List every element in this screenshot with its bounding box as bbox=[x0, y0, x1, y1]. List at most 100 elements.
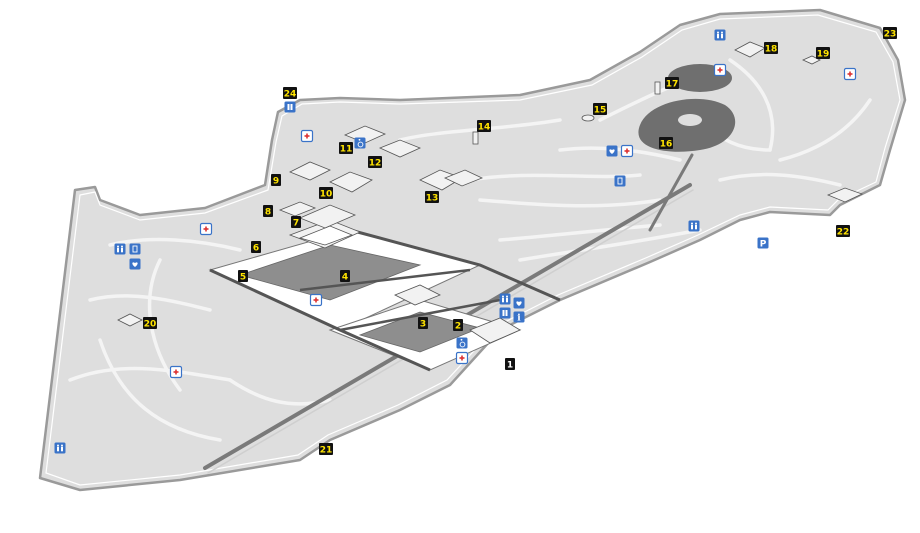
corridor-wall-mid2 bbox=[339, 298, 501, 332]
map-marker-1[interactable]: 1 bbox=[505, 358, 515, 370]
first-aid-icon[interactable] bbox=[713, 63, 727, 77]
map-marker-6[interactable]: 6 bbox=[251, 241, 261, 253]
marker-number: 17 bbox=[666, 79, 679, 89]
map-marker-11[interactable]: 11 bbox=[339, 142, 353, 154]
marker-badge bbox=[764, 42, 778, 54]
map-marker-7[interactable]: 7 bbox=[291, 216, 301, 228]
map-marker-16[interactable]: 16 bbox=[659, 137, 673, 149]
building-7 bbox=[298, 204, 357, 229]
map-marker-14[interactable]: 14 bbox=[477, 120, 491, 132]
marker-badge bbox=[593, 103, 607, 115]
marker-number: 8 bbox=[265, 207, 271, 217]
map-marker-23[interactable]: 23 bbox=[883, 27, 897, 39]
marker-number: 13 bbox=[426, 193, 439, 203]
marker-number: 11 bbox=[340, 144, 353, 154]
map-marker-4[interactable]: 4 bbox=[340, 270, 350, 282]
marker-number: 24 bbox=[284, 89, 297, 99]
locker-icon[interactable] bbox=[129, 243, 141, 255]
restroom-icon[interactable] bbox=[688, 220, 700, 232]
marker-badge bbox=[340, 270, 350, 282]
marker-badge bbox=[453, 319, 463, 331]
map-marker-19[interactable]: 19 bbox=[816, 47, 830, 59]
gate-building-main bbox=[394, 284, 441, 306]
first-aid-icon[interactable] bbox=[309, 293, 323, 307]
corridor-wall-mid bbox=[299, 268, 471, 292]
marker-badge bbox=[263, 205, 273, 217]
gate-building-front bbox=[469, 317, 521, 344]
elevator-icon[interactable] bbox=[284, 101, 296, 113]
marker-number: 23 bbox=[884, 29, 897, 39]
marker-badge bbox=[418, 317, 428, 329]
marker-badge bbox=[291, 216, 301, 228]
facility-layer: iP bbox=[54, 29, 857, 454]
marker-badge bbox=[425, 191, 439, 203]
marker-badge bbox=[238, 270, 248, 282]
parking-icon[interactable]: P bbox=[757, 237, 769, 250]
marker-badge bbox=[836, 225, 850, 237]
first-aid-icon[interactable] bbox=[843, 67, 857, 81]
map-marker-3[interactable]: 3 bbox=[418, 317, 428, 329]
first-aid-icon[interactable] bbox=[169, 365, 183, 379]
marker-badge bbox=[143, 317, 157, 329]
map-marker-17[interactable]: 17 bbox=[665, 77, 679, 89]
map-marker-10[interactable]: 10 bbox=[319, 187, 333, 199]
marker-number: 21 bbox=[320, 445, 333, 455]
elevator-icon[interactable] bbox=[499, 307, 511, 319]
monument-15 bbox=[581, 114, 595, 122]
stone-pagoda-14 bbox=[472, 131, 479, 145]
building-22 bbox=[826, 187, 864, 203]
restroom-icon[interactable] bbox=[114, 243, 126, 255]
outer-wall bbox=[38, 8, 907, 492]
palace-grounds bbox=[38, 8, 907, 492]
marker-number: 12 bbox=[369, 158, 382, 168]
restroom-icon[interactable] bbox=[54, 442, 66, 454]
building-20 bbox=[117, 313, 143, 327]
map-marker-18[interactable]: 18 bbox=[764, 42, 778, 54]
map-marker-24[interactable]: 24 bbox=[283, 87, 297, 99]
marker-number: 16 bbox=[660, 139, 673, 149]
first-aid-icon[interactable] bbox=[199, 222, 213, 236]
buildings bbox=[117, 41, 864, 344]
marker-badge bbox=[319, 187, 333, 199]
marker-number: 18 bbox=[765, 44, 778, 54]
wheelchair-icon[interactable] bbox=[456, 337, 468, 349]
first-aid-icon[interactable] bbox=[620, 144, 634, 158]
marker-badge bbox=[883, 27, 897, 39]
wheelchair-icon[interactable] bbox=[354, 137, 366, 149]
restroom-icon[interactable] bbox=[499, 293, 511, 305]
map-marker-5[interactable]: 5 bbox=[238, 270, 248, 282]
nursing-room-icon[interactable] bbox=[606, 145, 618, 157]
marker-number: 4 bbox=[342, 272, 348, 282]
locker-icon[interactable] bbox=[614, 175, 626, 187]
inner-courtyard-4 bbox=[238, 244, 422, 301]
marker-number: 20 bbox=[144, 319, 157, 329]
information-icon[interactable]: i bbox=[513, 311, 525, 324]
restroom-icon[interactable] bbox=[714, 29, 726, 41]
building-19 bbox=[802, 55, 821, 65]
marker-number: 19 bbox=[817, 49, 830, 59]
marker-number: 6 bbox=[253, 243, 259, 253]
first-aid-icon[interactable] bbox=[455, 351, 469, 365]
nursing-room-icon[interactable] bbox=[129, 258, 141, 270]
marker-number: 1 bbox=[507, 360, 513, 370]
building-12 bbox=[378, 139, 422, 158]
marker-badge bbox=[665, 77, 679, 89]
map-marker-20[interactable]: 20 bbox=[143, 317, 157, 329]
marker-badge bbox=[251, 241, 261, 253]
map-marker-21[interactable]: 21 bbox=[319, 443, 333, 455]
map-marker-22[interactable]: 22 bbox=[836, 225, 850, 237]
map-marker-15[interactable]: 15 bbox=[593, 103, 607, 115]
map-marker-2[interactable]: 2 bbox=[453, 319, 463, 331]
first-aid-icon[interactable] bbox=[300, 129, 314, 143]
svg-text:P: P bbox=[760, 239, 767, 249]
map-marker-8[interactable]: 8 bbox=[263, 205, 273, 217]
corridor-wall-right bbox=[349, 228, 561, 302]
nursing-room-icon[interactable] bbox=[513, 297, 525, 309]
map-marker-13[interactable]: 13 bbox=[425, 191, 439, 203]
marker-badge bbox=[816, 47, 830, 59]
marker-badge bbox=[319, 443, 333, 455]
map-marker-9[interactable]: 9 bbox=[271, 174, 281, 186]
marker-badge bbox=[477, 120, 491, 132]
map-marker-12[interactable]: 12 bbox=[368, 156, 382, 168]
